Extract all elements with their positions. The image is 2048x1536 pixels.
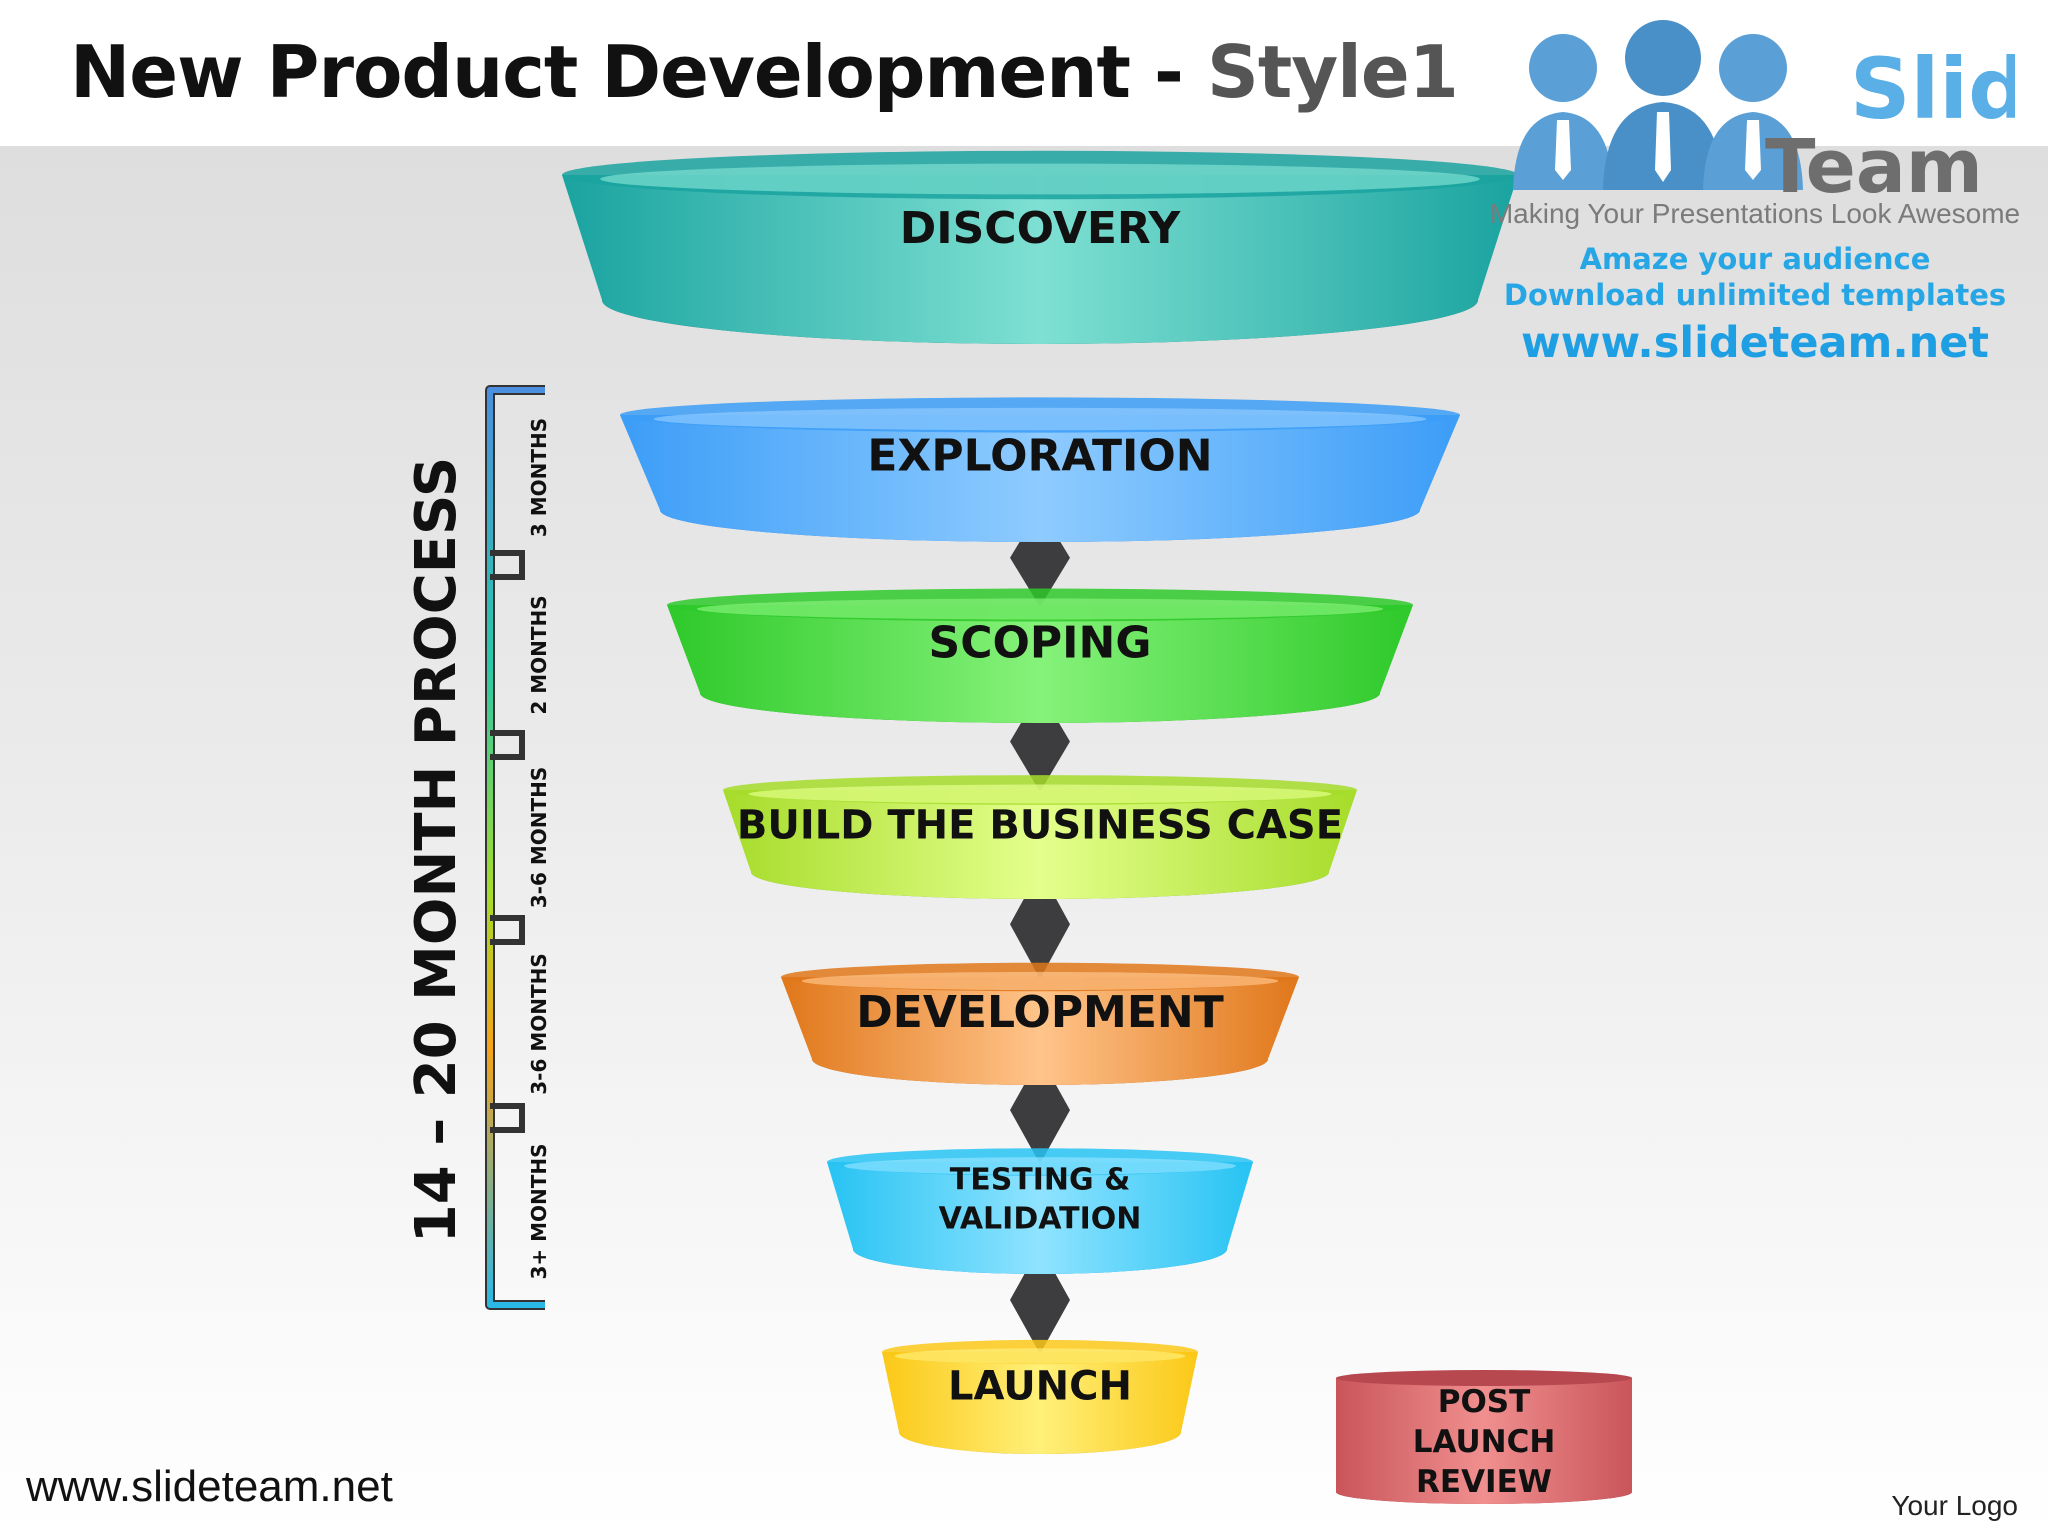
stage-body bbox=[562, 175, 1518, 344]
stage-body bbox=[827, 1162, 1253, 1274]
your-logo-placeholder: Your Logo bbox=[1891, 1490, 2018, 1521]
stage-1: EXPLORATION bbox=[620, 397, 1460, 542]
stage-top-highlight bbox=[696, 598, 1384, 620]
funnel-stages: DISCOVERY EXPLORATION SCOPING BUILD THE BUS… bbox=[562, 150, 1518, 1454]
stage-label: SCOPING bbox=[929, 617, 1152, 668]
timeline-bracket-color bbox=[487, 387, 545, 1308]
timeline-tick bbox=[490, 730, 525, 760]
stage-0: DISCOVERY bbox=[562, 150, 1518, 344]
timeline-tick bbox=[490, 915, 525, 945]
connector-diamond bbox=[1010, 1056, 1070, 1164]
stage-4: DEVELOPMENT bbox=[781, 962, 1299, 1085]
stage-top-highlight bbox=[844, 1157, 1236, 1175]
stage-5: TESTING & VALIDATION bbox=[827, 1148, 1253, 1274]
promo-url[interactable]: www.slideteam.net bbox=[1521, 318, 1989, 368]
footer-url[interactable]: www.slideteam.net bbox=[26, 1462, 393, 1511]
stage-body bbox=[882, 1352, 1198, 1454]
stage-top-highlight bbox=[600, 163, 1480, 195]
stage-label: TESTING & bbox=[950, 1163, 1131, 1198]
logo-tagline: Making Your Presentations Look Awesome bbox=[1489, 198, 2021, 229]
stage-body bbox=[620, 415, 1460, 542]
stage-6: LAUNCH bbox=[882, 1339, 1198, 1454]
promo-download: Download unlimited templates bbox=[1503, 278, 2007, 312]
post-launch-label: REVIEW bbox=[1416, 1464, 1552, 1500]
stage-body bbox=[723, 790, 1357, 899]
duration-label: 2 MONTHS bbox=[527, 595, 551, 714]
duration-labels: 3 MONTHS 2 MONTHS 3-6 MONTHS 3-6 MONTHS 3+ M… bbox=[527, 418, 551, 1280]
connector-diamond bbox=[1010, 508, 1070, 607]
post-launch-top-rim bbox=[1336, 1370, 1632, 1386]
stage-3: BUILD THE BUSINESS CASE bbox=[723, 775, 1357, 899]
slide-title-main: New Product Development - bbox=[70, 30, 1207, 114]
post-launch-label: LAUNCH bbox=[1413, 1424, 1556, 1460]
stage-label: LAUNCH bbox=[948, 1364, 1132, 1410]
stage-2: SCOPING bbox=[667, 588, 1413, 723]
stage-label: DEVELOPMENT bbox=[856, 987, 1224, 1038]
post-launch-review-box: POST LAUNCH REVIEW bbox=[1336, 1370, 1632, 1504]
slide-title-sub: Style1 bbox=[1206, 30, 1459, 114]
people-icon bbox=[1513, 20, 1803, 190]
stage-top-highlight bbox=[653, 407, 1427, 431]
duration-label: 3 MONTHS bbox=[527, 418, 551, 537]
stage-label: BUILD THE BUSINESS CASE bbox=[737, 802, 1343, 848]
slide-title: New Product Development - Style1 bbox=[70, 30, 1459, 114]
process-duration-label: 14 – 20 MONTH PROCESS bbox=[404, 457, 469, 1243]
duration-label: 3+ MONTHS bbox=[527, 1143, 551, 1279]
timeline-tick bbox=[490, 1103, 525, 1133]
stage-top-highlight bbox=[748, 784, 1332, 804]
stage-label: EXPLORATION bbox=[867, 430, 1212, 481]
post-launch-label: POST bbox=[1438, 1384, 1531, 1420]
duration-label: 3-6 MONTHS bbox=[527, 953, 551, 1095]
stage-label: VALIDATION bbox=[939, 1202, 1142, 1237]
duration-label: 3-6 MONTHS bbox=[527, 767, 551, 909]
stage-label: DISCOVERY bbox=[900, 203, 1182, 254]
timeline-ticks bbox=[490, 550, 525, 1133]
brand-team: Team bbox=[1765, 124, 1983, 210]
stage-top-highlight bbox=[801, 971, 1279, 991]
slide-header: New Product Development - Style1 bbox=[0, 0, 2048, 146]
stage-top-highlight bbox=[894, 1348, 1186, 1364]
stage-body bbox=[781, 977, 1299, 1085]
process-timeline: 3 MONTHS 2 MONTHS 3-6 MONTHS 3-6 MONTHS 3+ M… bbox=[404, 385, 551, 1310]
timeline-tick bbox=[490, 550, 525, 580]
stage-body bbox=[667, 605, 1413, 723]
slideteam-logo: Slide Team bbox=[1513, 20, 2015, 210]
brand-slide: Slide bbox=[1850, 40, 2015, 138]
post-launch-body bbox=[1336, 1378, 1632, 1504]
promo-amaze: Amaze your audience bbox=[1579, 242, 1931, 276]
